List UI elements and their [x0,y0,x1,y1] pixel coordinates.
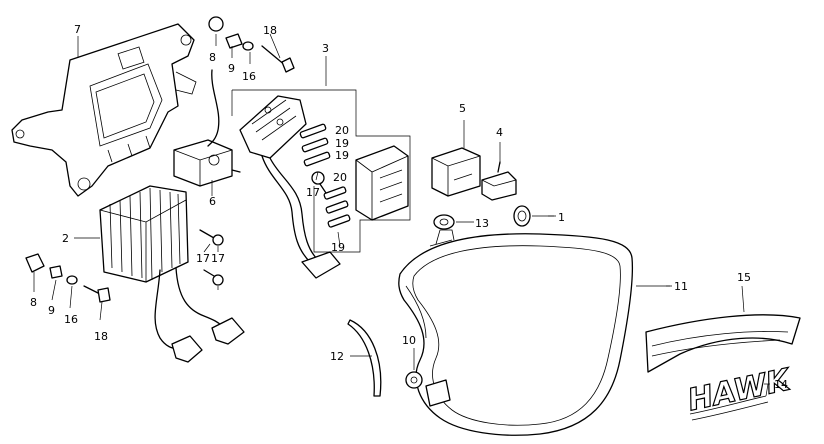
callout-7: 7 [74,23,81,36]
grommet-10 [405,371,423,389]
side-cover [398,229,634,436]
callout-5: 5 [459,102,466,115]
callout-17-mid: 17 [306,186,320,199]
callout-19-bottom: 19 [331,241,345,254]
condenser [481,161,517,201]
callout-15: 15 [737,271,751,284]
callout-2: 2 [62,232,69,245]
callout-13: 13 [475,217,489,230]
callout-3: 3 [322,42,329,55]
stripe-decal [645,314,801,373]
igniter-unit [431,147,481,197]
callout-17-right: 17 [211,252,225,265]
callout-19-top: 19 [335,137,349,150]
leader-dashes [548,215,770,385]
callout-11: 11 [674,280,688,293]
callout-17-left: 17 [196,252,210,265]
callout-12: 12 [330,350,344,363]
callout-10: 10 [402,334,416,347]
relay-unit [173,69,241,187]
callout-4: 4 [496,126,503,139]
leader-lines [33,33,769,397]
callout-18-top: 18 [263,24,277,37]
callout-9-left: 9 [48,304,55,317]
callout-9-top: 9 [228,62,235,75]
callout-16-left: 16 [64,313,78,326]
regulator-rectifier [99,185,245,363]
battery-bracket [11,23,197,197]
callout-8-top: 8 [209,51,216,64]
callout-8-left: 8 [30,296,37,309]
grommets [433,205,531,230]
callout-6: 6 [209,195,216,208]
emblem: HAWK [684,361,796,421]
callout-14: 14 [774,378,788,391]
callout-1: 1 [558,211,565,224]
bolts-17 [199,171,329,286]
callout-19-mid: 19 [335,149,349,162]
callout-numbers: 7 8 9 16 18 3 20 19 19 20 19 17 5 4 13 1… [30,23,788,391]
callout-20-top: 20 [335,124,349,137]
callout-16-top: 16 [242,70,256,83]
top-hardware [208,16,295,73]
fuse-block [231,89,411,279]
left-hardware [25,253,111,303]
trim-strip [347,319,382,397]
callout-18-left: 18 [94,330,108,343]
callout-20-mid: 20 [333,171,347,184]
